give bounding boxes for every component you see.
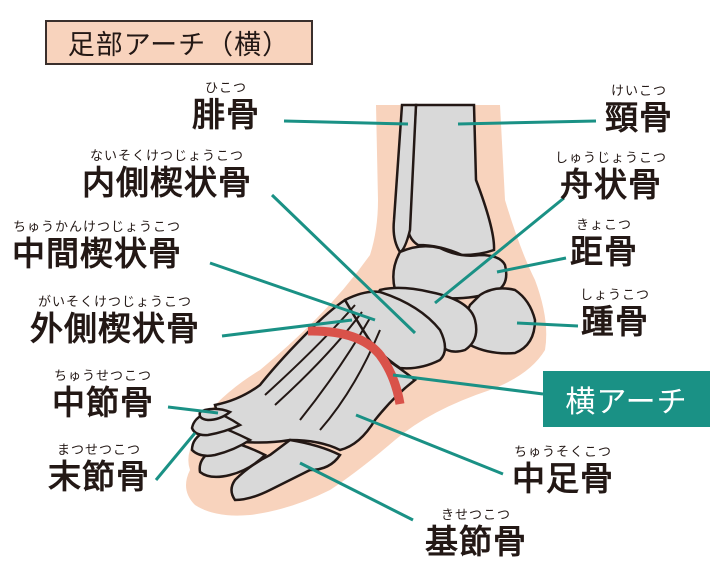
label-navicular: しゅうじょうこつ 舟状骨 — [555, 152, 667, 201]
label-middle-phalanx-name: 中節骨 — [52, 383, 154, 422]
leader-middle-phalanx — [167, 405, 219, 415]
label-fibula-ruby: ひこつ — [204, 81, 247, 96]
leader-metatarsal — [355, 413, 504, 476]
label-proximal-phalanx-name: 基節骨 — [425, 522, 527, 561]
label-distal-phalanx-name: 末節骨 — [48, 457, 150, 496]
label-talus-ruby: きょこつ — [575, 218, 632, 233]
label-lateral-cuneiform-name: 外側楔状骨 — [30, 309, 200, 348]
label-distal-phalanx: まつせつこつ 末節骨 — [48, 444, 150, 493]
label-metatarsal: ちゅうそくこつ 中足骨 — [512, 446, 614, 495]
label-fibula-name: 腓骨 — [192, 95, 260, 134]
lesser-toes — [190, 407, 268, 479]
label-metatarsal-ruby: ちゅうそくこつ — [513, 445, 612, 460]
transverse-arch-badge: 横アーチ — [543, 371, 710, 427]
leader-talus — [496, 256, 567, 274]
transverse-arch-highlight — [307, 326, 405, 405]
label-proximal-phalanx-ruby: きせつこつ — [440, 508, 511, 523]
label-talus-name: 距骨 — [570, 232, 638, 271]
leader-intermediate-cuneiform — [209, 261, 376, 322]
label-lateral-cuneiform-ruby: がいそくけつじょうこつ — [37, 295, 192, 310]
label-calcaneus-ruby: しょうこつ — [580, 288, 651, 303]
label-medial-cuneiform-ruby: ないそくけつじょうこつ — [89, 149, 244, 164]
label-middle-phalanx-ruby: ちゅうせつこつ — [53, 369, 152, 384]
label-distal-phalanx-ruby: まつせつこつ — [56, 443, 141, 458]
label-tibia-name: 頸骨 — [605, 98, 673, 137]
diagram-title: 足部アーチ（横） — [45, 20, 313, 65]
label-metatarsal-name: 中足骨 — [512, 459, 614, 498]
leader-medial-cuneiform — [270, 193, 417, 335]
label-fibula: ひこつ 腓骨 — [192, 82, 260, 131]
leader-calcaneus — [516, 321, 579, 328]
leader-lateral-cuneiform — [221, 318, 353, 338]
leader-transverse-arch — [392, 373, 544, 396]
hallux-phalanges — [230, 438, 342, 502]
label-tibia-ruby: けいこつ — [610, 84, 667, 99]
label-navicular-ruby: しゅうじょうこつ — [555, 151, 668, 166]
label-intermediate-cuneiform-ruby: ちゅうかんけつじょうこつ — [12, 220, 181, 235]
label-lateral-cuneiform: がいそくけつじょうこつ 外側楔状骨 — [30, 296, 200, 345]
leader-tibia — [457, 119, 597, 126]
label-medial-cuneiform-name: 内側楔状骨 — [82, 163, 252, 202]
leader-fibula — [283, 119, 409, 126]
label-proximal-phalanx: きせつこつ 基節骨 — [425, 509, 527, 558]
metatarsal-outline-lines — [264, 304, 381, 431]
label-middle-phalanx: ちゅうせつこつ 中節骨 — [52, 370, 154, 419]
label-tibia: けいこつ 頸骨 — [605, 85, 673, 134]
label-intermediate-cuneiform-name: 中間楔状骨 — [12, 234, 182, 273]
label-calcaneus-name: 踵骨 — [581, 302, 649, 341]
label-navicular-name: 舟状骨 — [560, 165, 662, 204]
label-medial-cuneiform: ないそくけつじょうこつ 内側楔状骨 — [82, 150, 252, 199]
label-talus: きょこつ 距骨 — [570, 219, 638, 268]
leader-lines — [154, 119, 597, 522]
leader-proximal-phalanx — [299, 461, 414, 522]
leader-navicular — [434, 196, 565, 305]
label-intermediate-cuneiform: ちゅうかんけつじょうこつ 中間楔状骨 — [12, 221, 182, 270]
leader-distal-phalanx — [154, 432, 197, 481]
label-calcaneus: しょうこつ 踵骨 — [580, 289, 650, 338]
